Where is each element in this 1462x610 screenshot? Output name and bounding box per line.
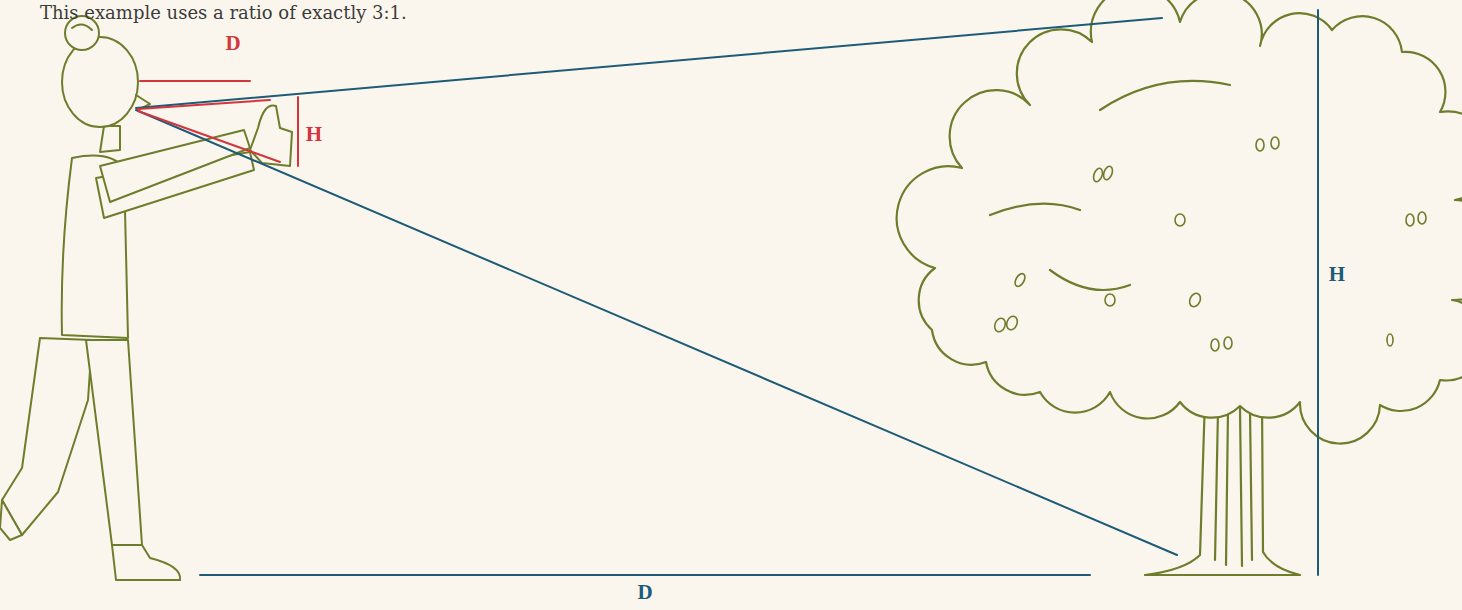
- distance-label: D: [637, 580, 652, 605]
- trunk-bark: [1215, 408, 1252, 566]
- tree-height-line: [1317, 10, 1319, 575]
- tree-drawing: [897, 0, 1462, 575]
- person-drawing: [0, 16, 292, 580]
- back-shoe: [0, 500, 22, 540]
- front-shoe: [112, 545, 180, 580]
- height-label: H: [306, 122, 322, 147]
- tree-leaves: [993, 137, 1426, 351]
- canopy-detail: [990, 81, 1230, 290]
- front-leg: [86, 340, 142, 545]
- tree-canopy: [897, 0, 1462, 444]
- height-label: H: [1329, 262, 1345, 287]
- distance-label: D: [225, 31, 240, 56]
- neck: [100, 126, 120, 152]
- thumb-height-line: [297, 97, 299, 166]
- bun-detail: [72, 24, 92, 30]
- back-leg: [2, 338, 92, 535]
- caption-note: This example uses a ratio of exactly 3:1…: [40, 2, 407, 24]
- thumb-sight-bottom: [138, 111, 280, 162]
- ground-distance-line: [200, 574, 1090, 576]
- measure-lines: [136, 10, 1318, 575]
- thumb-hand: [250, 105, 292, 166]
- tree-trunk: [1145, 398, 1300, 575]
- upper-arm: [100, 130, 250, 202]
- sight-line-top: [136, 18, 1162, 108]
- thumb-sight-top: [138, 100, 270, 109]
- arm-distance-line: [140, 80, 250, 82]
- sight-line-bottom: [136, 110, 1177, 555]
- head: [62, 37, 138, 127]
